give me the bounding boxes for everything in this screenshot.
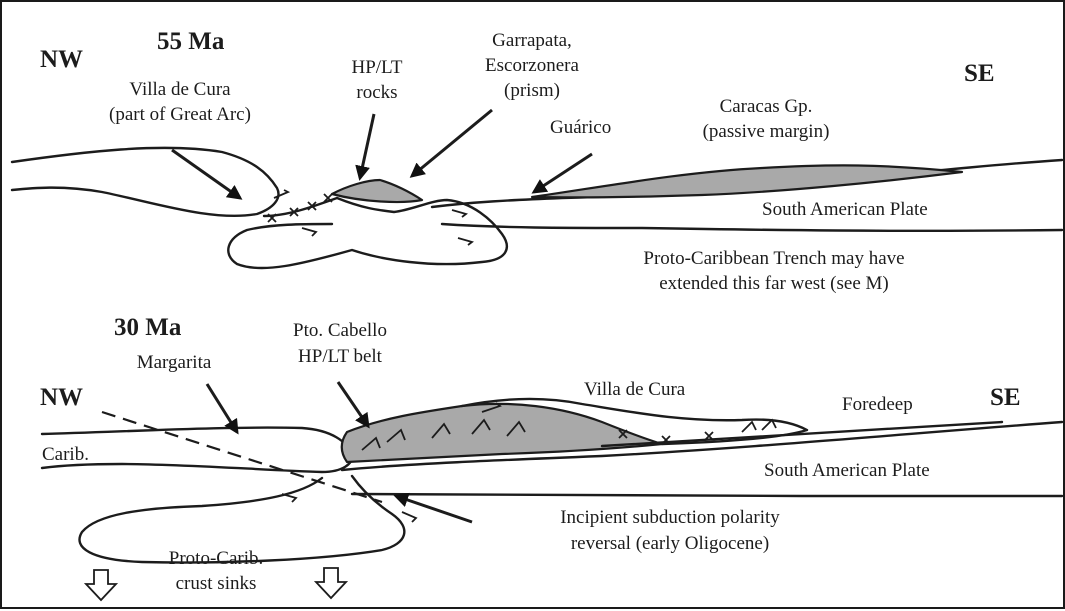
arrow-guarico	[534, 154, 592, 192]
arrow-incipient	[396, 496, 472, 522]
sink-arrow-left	[86, 570, 116, 600]
sam-plate-label-30: South American Plate	[764, 460, 930, 481]
incipient-label-2: reversal (early Oligocene)	[571, 533, 769, 554]
villa-label-2: (part of Great Arc)	[109, 104, 251, 125]
sam-plate-label-55: South American Plate	[762, 199, 928, 220]
arrow-villa-55	[172, 150, 240, 198]
south-american-plate-base-55	[442, 224, 1062, 231]
caracas-wedge	[532, 165, 962, 197]
villa-label-1: Villa de Cura	[129, 79, 231, 100]
age-label-55: 55 Ma	[157, 28, 225, 55]
hplt-label-1: HP/LT	[351, 57, 402, 78]
age-label-30: 30 Ma	[114, 314, 182, 341]
garrapata-label-2: Escorzonera	[485, 55, 579, 76]
trench-label-2: extended this far west (see M)	[659, 273, 889, 294]
margarita-label: Margarita	[137, 352, 212, 373]
crust-label-2: crust sinks	[176, 573, 257, 594]
arrow-cabello	[338, 382, 368, 426]
overriding-plate-55	[12, 148, 278, 216]
arrow-garrapata-55	[412, 110, 492, 176]
garrapata-label-3: (prism)	[504, 80, 560, 101]
hplt-label-2: rocks	[356, 82, 397, 103]
garrapata-label-1: Garrapata,	[492, 30, 572, 51]
sink-arrow-right	[316, 568, 346, 598]
cabello-label-2: HP/LT belt	[298, 346, 383, 367]
se-label-55: SE	[964, 60, 995, 87]
panel-30ma: 30 Ma Margarita NW SE Pto. Cabello HP/LT…	[40, 314, 1062, 600]
crust-label-1: Proto-Carib.	[169, 548, 263, 569]
trench-label-1: Proto-Caribbean Trench may have	[643, 248, 904, 269]
carib-label: Carib.	[42, 444, 89, 465]
caracas-label-1: Caracas Gp.	[720, 96, 813, 117]
villa-label-30: Villa de Cura	[584, 379, 686, 400]
sam-plate-base-30	[352, 494, 1062, 496]
accreted-wedge-30	[342, 404, 662, 462]
panel-55ma: NW 55 Ma SE Villa de Cura (part of Great…	[12, 28, 1062, 294]
caracas-label-2: (passive margin)	[703, 121, 830, 142]
incipient-subduction-dash	[102, 412, 382, 502]
arrow-hplt-55	[360, 114, 374, 178]
nw-label-55: NW	[40, 46, 83, 73]
incipient-label-1: Incipient subduction polarity	[560, 507, 780, 528]
se-label-30: SE	[990, 384, 1021, 411]
guarico-label: Guárico	[550, 117, 611, 138]
nw-label-30: NW	[40, 384, 83, 411]
cabello-label-1: Pto. Cabello	[293, 320, 387, 341]
arrow-margarita	[207, 384, 237, 432]
prism-wedge-55	[332, 180, 422, 202]
foredeep-label: Foredeep	[842, 394, 913, 415]
